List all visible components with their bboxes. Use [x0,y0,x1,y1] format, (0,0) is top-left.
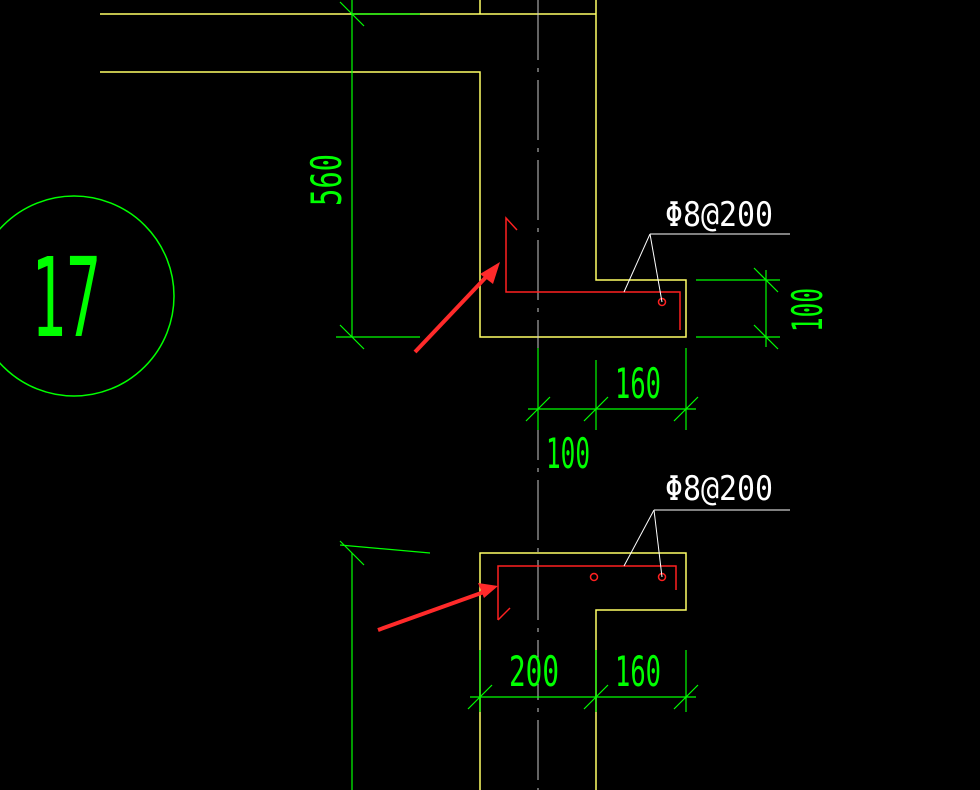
dim-560-label: 560 [302,154,351,206]
dim-upper-160-label: 160 [615,359,661,408]
upper-outline [100,0,687,338]
dim-lower-vertical [339,540,431,790]
lower-red-arrow [377,583,498,632]
dim-lower-horizontal [467,650,699,712]
grid-bubble-label: 17 [31,234,101,362]
grid-bubble-circle [0,195,175,397]
lower-rebar-leader [623,509,790,578]
dim-100-vertical [696,267,780,350]
upper-rebar-label: Φ8@200 [665,195,773,235]
dim-lower-200-label: 200 [509,647,559,696]
dim-upper-horizontal [525,348,699,430]
dim-lower-160-label: 160 [615,647,661,696]
upper-rebar-leader [623,233,790,303]
upper-red-arrow [413,262,500,354]
dim-upper-100-label: 100 [546,429,590,478]
lower-rebar [497,565,677,621]
upper-rebar [505,216,681,330]
lower-rebar-label: Φ8@200 [665,469,773,509]
dim-560 [336,0,420,350]
dim-100-vertical-label: 100 [783,288,832,332]
